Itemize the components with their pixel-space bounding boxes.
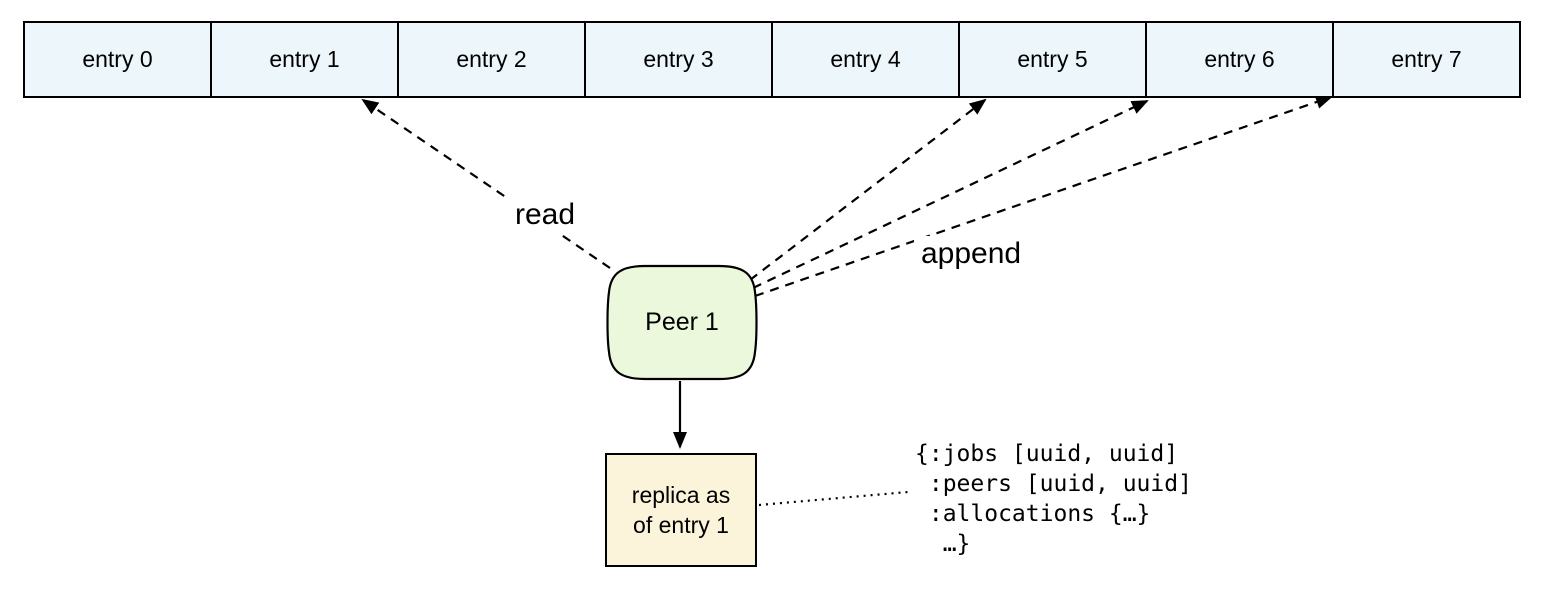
- log-entry-cell: entry 2: [399, 23, 586, 96]
- log-entry-cell: entry 7: [1334, 23, 1519, 96]
- read-arrow-line: [361, 98, 611, 269]
- append-edge-label: append: [914, 236, 1029, 272]
- log-entry-cell: entry 4: [773, 23, 960, 96]
- replica-box-label-line: replica as: [631, 482, 731, 508]
- replica-state-snippet: {:jobs [uuid, uuid] :peers [uuid, uuid] …: [915, 441, 1192, 557]
- state-dotted-line: [758, 490, 909, 507]
- log-entry-cell: entry 0: [25, 23, 212, 96]
- read-edge-label: read: [508, 197, 583, 233]
- log-entries-row: entry 0 entry 1 entry 2 entry 3 entry 4 …: [23, 21, 1521, 98]
- replica-box: replica as of entry 1: [605, 453, 757, 567]
- log-entry-cell: entry 3: [586, 23, 773, 96]
- peer-node-shape: [606, 264, 758, 381]
- append-arrow-line-3: [754, 95, 1333, 298]
- append-arrow-line-1: [749, 98, 987, 281]
- log-entry-cell: entry 6: [1147, 23, 1334, 96]
- replica-box-label-line: of entry 1: [633, 512, 729, 538]
- log-entry-cell: entry 1: [212, 23, 399, 96]
- log-entry-cell: entry 5: [960, 23, 1147, 96]
- peer-node-label: Peer 1: [645, 308, 719, 336]
- append-arrow-line-2: [752, 100, 1149, 289]
